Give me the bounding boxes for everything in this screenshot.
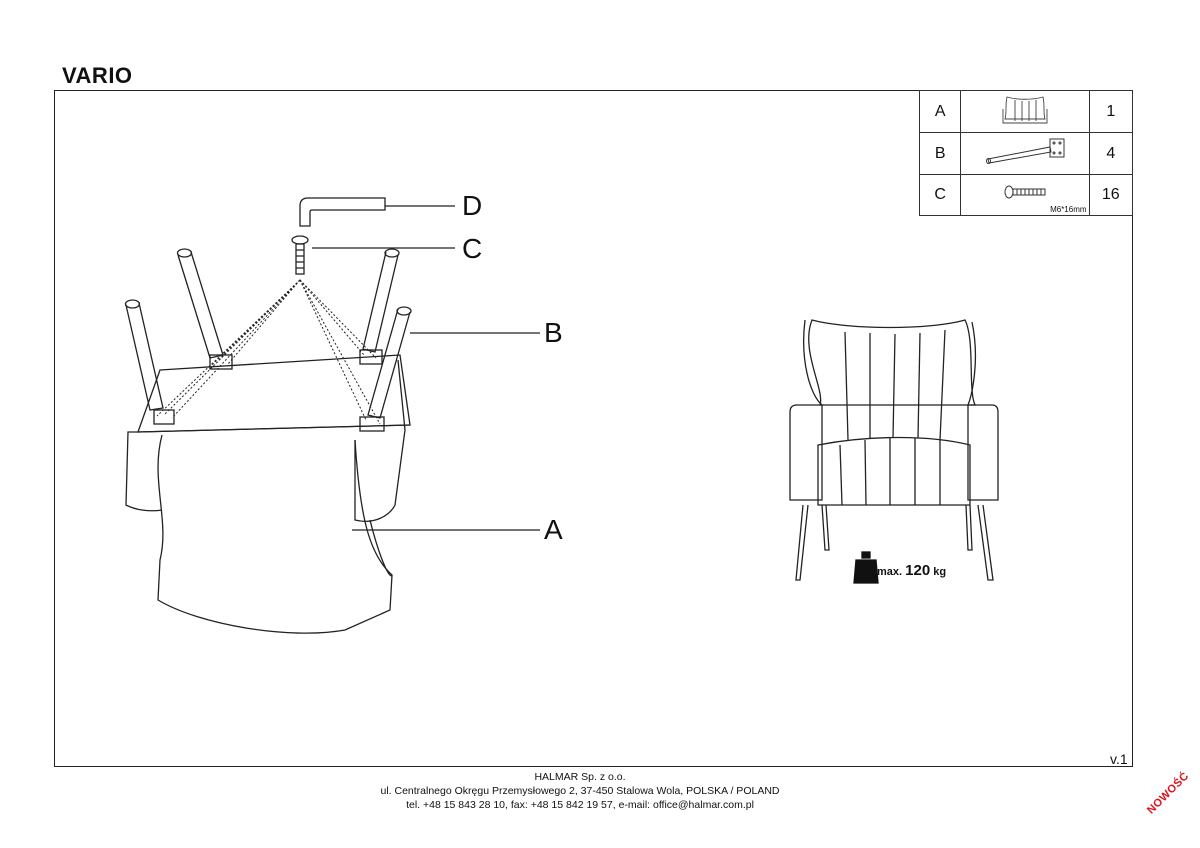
product-title: VARIO [62,63,133,88]
callout-b: B [544,317,563,348]
part-letter: C [918,174,962,216]
leg-front-left [176,248,233,370]
assembled-chair [789,319,999,581]
part-qty: 16 [1088,174,1134,216]
screw-spec: M6*16mm [1050,205,1087,214]
part-qty: 4 [1088,132,1134,175]
screw-guide-lines [156,279,381,425]
armchair-icon [960,90,1090,133]
footer: HALMAR Sp. z o.o. ul. Centralnego Okręgu… [0,770,1160,812]
max-load-unit: kg [933,566,947,578]
right-arm [354,359,406,522]
leg-front-right [359,248,400,365]
leg-back-right [359,306,412,432]
callout-a: A [544,514,563,545]
parts-row-b: B 4 [918,132,1134,175]
allen-key-d [299,197,386,227]
parts-row-a: A 1 [918,90,1134,133]
max-load-prefix: max. [877,566,903,578]
seat-base [137,354,411,433]
weight-icon [853,551,879,584]
parts-table: A 1 B 4 C [918,90,1134,216]
footer-contact: tel. +48 15 843 28 10, fax: +48 15 842 1… [406,799,754,811]
parts-row-c: C M6*16mm 16 [918,174,1134,216]
leg-back-left [124,299,175,425]
footer-address: ul. Centralnego Okręgu Przemysłowego 2, … [380,785,780,797]
max-load-label: max. 120 kg [877,562,946,579]
part-letter: B [918,132,962,175]
chair-body [157,434,393,634]
version-label: v.1 [1110,751,1128,767]
left-arm [125,431,163,512]
callout-d: D [462,190,483,221]
part-qty: 1 [1088,90,1134,133]
screw-c [291,235,309,275]
footer-company: HALMAR Sp. z o.o. [534,771,626,783]
callout-c: C [462,233,483,264]
part-letter: A [918,90,962,133]
screw-icon: M6*16mm [960,174,1090,216]
drawing-frame [54,90,1133,767]
max-load-value: 120 [905,562,931,579]
leg-with-plate-icon [960,132,1090,175]
